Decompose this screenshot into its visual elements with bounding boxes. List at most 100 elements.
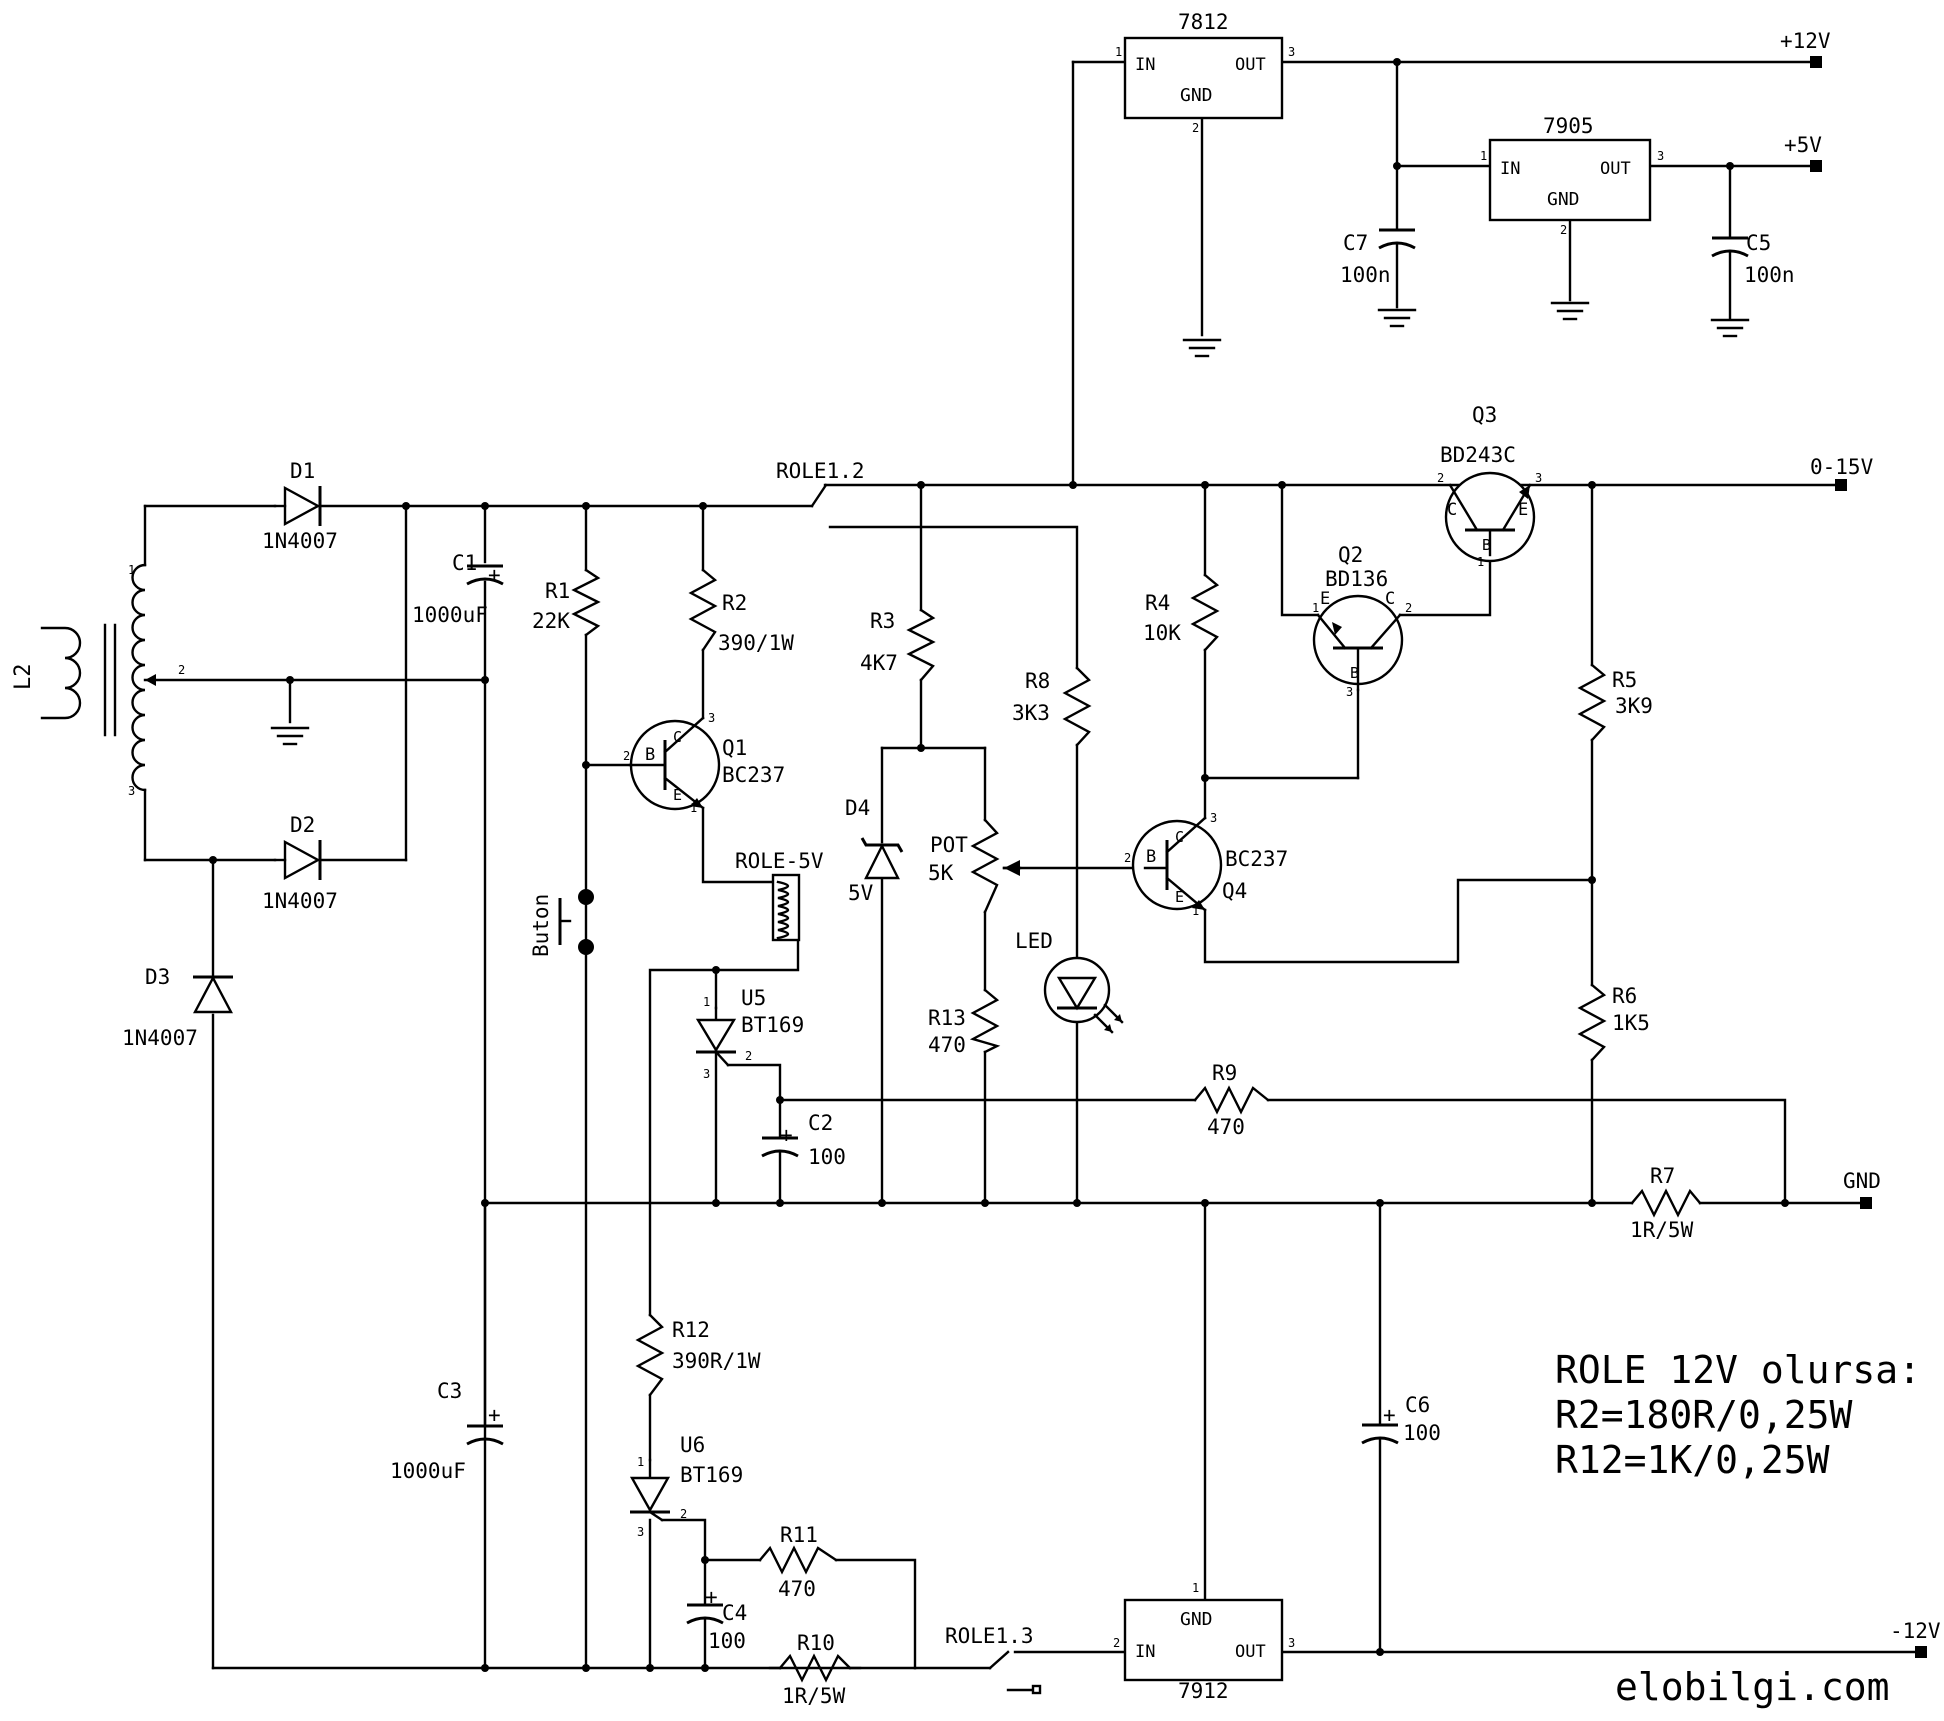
relay-coil: ROLE-5V [735, 849, 824, 942]
terminal-var [1835, 479, 1847, 491]
pin-label-in: IN [1135, 1642, 1155, 1662]
relay-contact-label: ROLE1.2 [776, 459, 865, 483]
pin-number: 3 [1657, 149, 1664, 163]
regulator-7812-name: 7812 [1178, 10, 1229, 34]
capacitor-c1-value: 1000uF [412, 603, 488, 627]
diode-d2-name: D2 [290, 813, 315, 837]
pin-number: 2 [1192, 121, 1199, 135]
diode-d2: D2 1N4007 [262, 813, 338, 913]
terminal-p5v [1810, 160, 1822, 172]
transistor-q2-value: BD136 [1325, 567, 1388, 591]
potentiometer-pot: POT 5K [928, 818, 1022, 914]
resistor-r4-name: R4 [1145, 591, 1170, 615]
thyristor-u6-name: U6 [680, 1433, 705, 1457]
capacitor-c6: C6 + 100 [1361, 1393, 1441, 1445]
pin-number: 1 [690, 801, 697, 815]
resistor-r8: R8 3K3 [1012, 666, 1092, 747]
pin-number: 2 [1437, 471, 1444, 485]
pin-label-in: IN [1135, 55, 1155, 75]
capacitor-c4-name: C4 [722, 1601, 747, 1625]
pin-number: 3 [637, 1525, 644, 1539]
transistor-q1-value: BC237 [722, 763, 785, 787]
terminal-gnd [1860, 1197, 1872, 1209]
pin-number: 3 [703, 1067, 710, 1081]
thyristor-u6-value: BT169 [680, 1463, 743, 1487]
led: LED [1015, 929, 1124, 1034]
resistor-r1-value: 22K [532, 609, 570, 633]
pin-number: 1 [703, 995, 710, 1009]
resistor-r13-value: 470 [928, 1033, 966, 1057]
pin-label-out: OUT [1235, 1642, 1266, 1662]
button-label: Buton [529, 894, 553, 957]
pin-number: 1 [1192, 904, 1199, 918]
resistor-r4-value: 10K [1143, 621, 1181, 645]
capacitor-c5: C5 100n [1711, 231, 1795, 287]
resistor-r7-name: R7 [1650, 1164, 1675, 1188]
regulator-7912: 7912 IN OUT GND 2 3 1 [1113, 1581, 1295, 1703]
transistor-q3-value: BD243C [1440, 443, 1516, 467]
resistor-r5-value: 3K9 [1615, 694, 1653, 718]
capacitor-c1: C1 + 1000uF [412, 551, 504, 627]
pin-label-e: E [1175, 888, 1184, 906]
resistor-r8-value: 3K3 [1012, 701, 1050, 725]
capacitor-c4-value: 100 [708, 1629, 746, 1653]
pin-number: 1 [1477, 555, 1484, 569]
thyristor-u5-value: BT169 [741, 1013, 804, 1037]
resistor-r11-name: R11 [780, 1523, 818, 1547]
diode-d1-name: D1 [290, 459, 315, 483]
resistor-r12-value: 390R/1W [672, 1349, 761, 1373]
potentiometer-value: 5K [928, 861, 954, 885]
thyristor-u5-name: U5 [741, 986, 766, 1010]
pin-label-b: B [645, 745, 655, 765]
diode-d3: D3 1N4007 [122, 965, 233, 1050]
push-button: Buton [529, 889, 594, 957]
polarity-plus: + [488, 1403, 501, 1427]
pin-number: 1 [637, 1455, 644, 1469]
regulator-7912-name: 7912 [1178, 1679, 1229, 1703]
resistor-r12: R12 390R/1W [635, 1313, 761, 1397]
relay-coil-label: ROLE-5V [735, 849, 824, 873]
wires [143, 60, 1917, 1692]
label-gnd: GND [1843, 1169, 1881, 1193]
pin-number: 3 [1210, 811, 1217, 825]
resistor-r13-name: R13 [928, 1006, 966, 1030]
label-0-15v: 0-15V [1810, 455, 1874, 479]
pin-number: 1 [1312, 601, 1319, 615]
diode-d3-name: D3 [145, 965, 170, 989]
capacitor-c5-name: C5 [1746, 231, 1771, 255]
polarity-plus: + [488, 563, 501, 587]
pin-number: 2 [1560, 223, 1567, 237]
resistor-r10-value: 1R/5W [782, 1684, 846, 1708]
transistor-q1: B C E 2 3 1 Q1 BC237 [623, 711, 785, 815]
capacitor-c4: C4 + 100 [686, 1585, 747, 1653]
capacitor-c7-name: C7 [1343, 231, 1368, 255]
note-line-3: R12=1K/0,25W [1555, 1438, 1830, 1482]
led-label: LED [1015, 929, 1053, 953]
pin-label-gnd: GND [1180, 1609, 1213, 1630]
resistor-r4: R4 10K [1143, 573, 1220, 652]
resistor-r9-value: 470 [1207, 1115, 1245, 1139]
diode-d2-value: 1N4007 [262, 889, 338, 913]
resistor-r12-name: R12 [672, 1318, 710, 1342]
relay-contact-1-3: ROLE1.3 [945, 1624, 1042, 1695]
design-note: ROLE 12V olursa: R2=180R/0,25W R12=1K/0,… [1555, 1348, 1921, 1482]
resistor-r10: R10 1R/5W [778, 1631, 852, 1708]
relay-contact-1-2: ROLE1.2 [776, 459, 865, 508]
transistor-q2-name: Q2 [1338, 543, 1363, 567]
resistor-r6-value: 1K5 [1612, 1011, 1650, 1035]
pin-number: 3 [708, 711, 715, 725]
zener-diode-d4: D4 5V [845, 796, 904, 905]
potentiometer-name: POT [930, 833, 968, 857]
note-line-1: ROLE 12V olursa: [1555, 1348, 1921, 1392]
resistor-r6: R6 1K5 [1577, 983, 1650, 1062]
resistor-r5-name: R5 [1612, 668, 1637, 692]
pin-number: 3 [1535, 471, 1542, 485]
resistor-r6-name: R6 [1612, 984, 1637, 1008]
resistor-r9-name: R9 [1212, 1061, 1237, 1085]
capacitor-c3: C3 + 1000uF [390, 1379, 504, 1483]
pin-number: 3 [1288, 45, 1295, 59]
capacitor-c5-value: 100n [1744, 263, 1795, 287]
capacitor-c6-value: 100 [1403, 1421, 1441, 1445]
label-m12v: -12V [1890, 1619, 1941, 1643]
resistor-r7: R7 1R/5W [1630, 1164, 1702, 1242]
